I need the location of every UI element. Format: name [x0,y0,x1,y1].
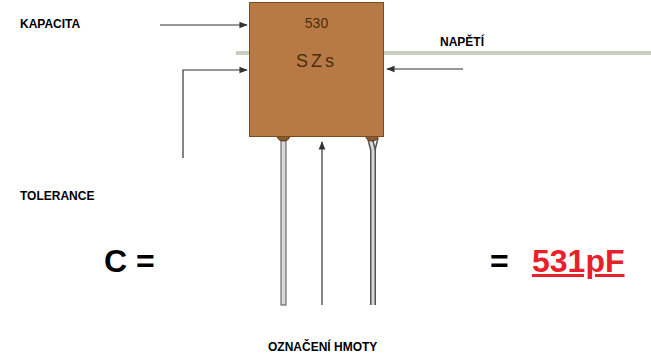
tolerance-label: TOLERANCE [20,189,94,203]
result-value: 531pF [532,243,624,280]
material-label: OZNAČENÍ HMOTY [268,340,377,354]
formula-left: C = [104,243,155,280]
background-bar [236,51,250,55]
capacity-label: KAPACITA [20,17,80,31]
capacity-code: 530 [250,15,383,31]
leader-arrow [160,25,463,305]
equals-sign: = [490,243,509,280]
background-bar [384,51,651,55]
type-code: SZs [250,51,383,72]
capacitor-body: 530SZs [249,2,384,137]
voltage-label: NAPĚTÍ [440,35,484,49]
lead-wire [278,133,379,305]
